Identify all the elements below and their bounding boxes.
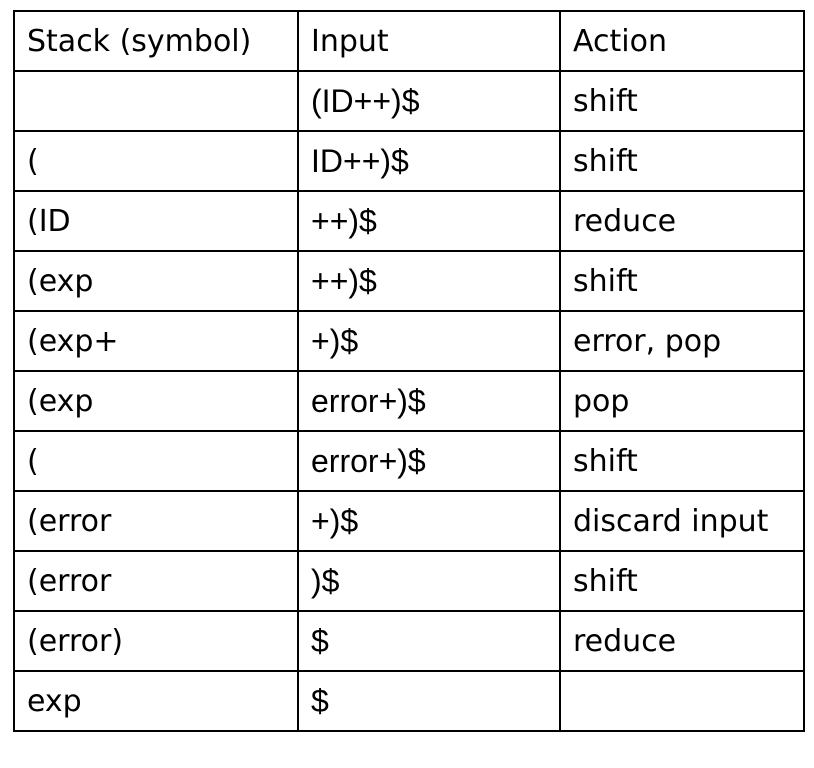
input-cell: $: [297, 610, 561, 672]
input-cell: +)$: [297, 490, 561, 552]
stack-cell: (error): [13, 610, 299, 672]
stack-cell: (: [13, 130, 299, 192]
header-row: Stack (symbol) Input Action: [13, 10, 805, 72]
action-cell: shift: [559, 130, 805, 192]
input-cell: ID++)$: [297, 130, 561, 192]
parse-table: Stack (symbol) Input Action (ID++)$shift…: [13, 10, 805, 732]
action-cell: pop: [559, 370, 805, 432]
stack-cell: (: [13, 430, 299, 492]
table-row: (error)$reduce: [13, 610, 805, 672]
header-input: Input: [297, 10, 561, 72]
input-cell: error+)$: [297, 430, 561, 492]
stack-cell: (error: [13, 550, 299, 612]
stack-cell: (ID: [13, 190, 299, 252]
stack-cell: (error: [13, 490, 299, 552]
action-cell: error, pop: [559, 310, 805, 372]
stack-cell: (exp+: [13, 310, 299, 372]
action-cell: reduce: [559, 610, 805, 672]
header-action: Action: [559, 10, 805, 72]
table-body: (ID++)$shift(ID++)$shift(ID++)$reduce(ex…: [13, 70, 805, 732]
input-cell: ++)$: [297, 250, 561, 312]
stack-cell: exp: [13, 670, 299, 732]
stack-cell: (exp: [13, 370, 299, 432]
table-row: (error+)$shift: [13, 430, 805, 492]
table-row: (error+)$discard input: [13, 490, 805, 552]
input-cell: ++)$: [297, 190, 561, 252]
table-row: (ID++)$shift: [13, 70, 805, 132]
header-stack: Stack (symbol): [13, 10, 299, 72]
table-row: (error)$shift: [13, 550, 805, 612]
stack-cell: [13, 70, 299, 132]
table-row: (exp++)$shift: [13, 250, 805, 312]
action-cell: [559, 670, 805, 732]
table-row: exp$: [13, 670, 805, 732]
action-cell: shift: [559, 70, 805, 132]
action-cell: reduce: [559, 190, 805, 252]
action-cell: shift: [559, 250, 805, 312]
input-cell: )$: [297, 550, 561, 612]
table-row: (ID++)$shift: [13, 130, 805, 192]
input-cell: error+)$: [297, 370, 561, 432]
input-cell: +)$: [297, 310, 561, 372]
action-cell: discard input: [559, 490, 805, 552]
input-cell: $: [297, 670, 561, 732]
input-cell: (ID++)$: [297, 70, 561, 132]
table-row: (ID++)$reduce: [13, 190, 805, 252]
action-cell: shift: [559, 430, 805, 492]
stack-cell: (exp: [13, 250, 299, 312]
action-cell: shift: [559, 550, 805, 612]
table-row: (exp++)$error, pop: [13, 310, 805, 372]
